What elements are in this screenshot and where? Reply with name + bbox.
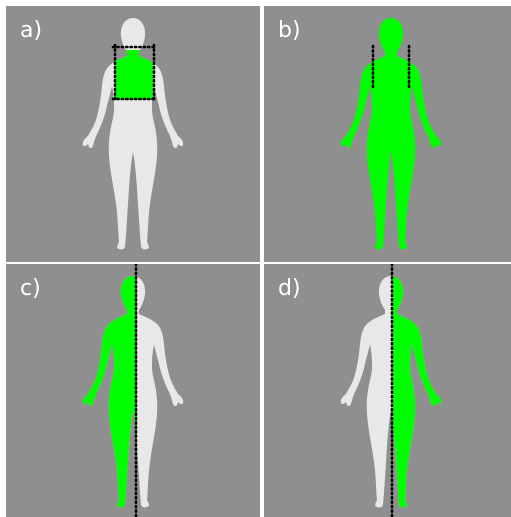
panel-label: a) — [20, 20, 42, 42]
panel-c: c) — [6, 264, 260, 517]
panel-c-illustration — [6, 264, 260, 517]
panel-label: d) — [278, 278, 301, 300]
panel-label: b) — [278, 20, 301, 42]
panel-b: b) — [264, 6, 511, 262]
panel-a: a) — [6, 6, 260, 262]
panel-d: d) — [264, 264, 511, 517]
panel-b-illustration — [264, 6, 511, 262]
panel-a-illustration — [6, 6, 260, 262]
panel-d-illustration — [264, 264, 511, 517]
panel-label: c) — [20, 278, 41, 300]
